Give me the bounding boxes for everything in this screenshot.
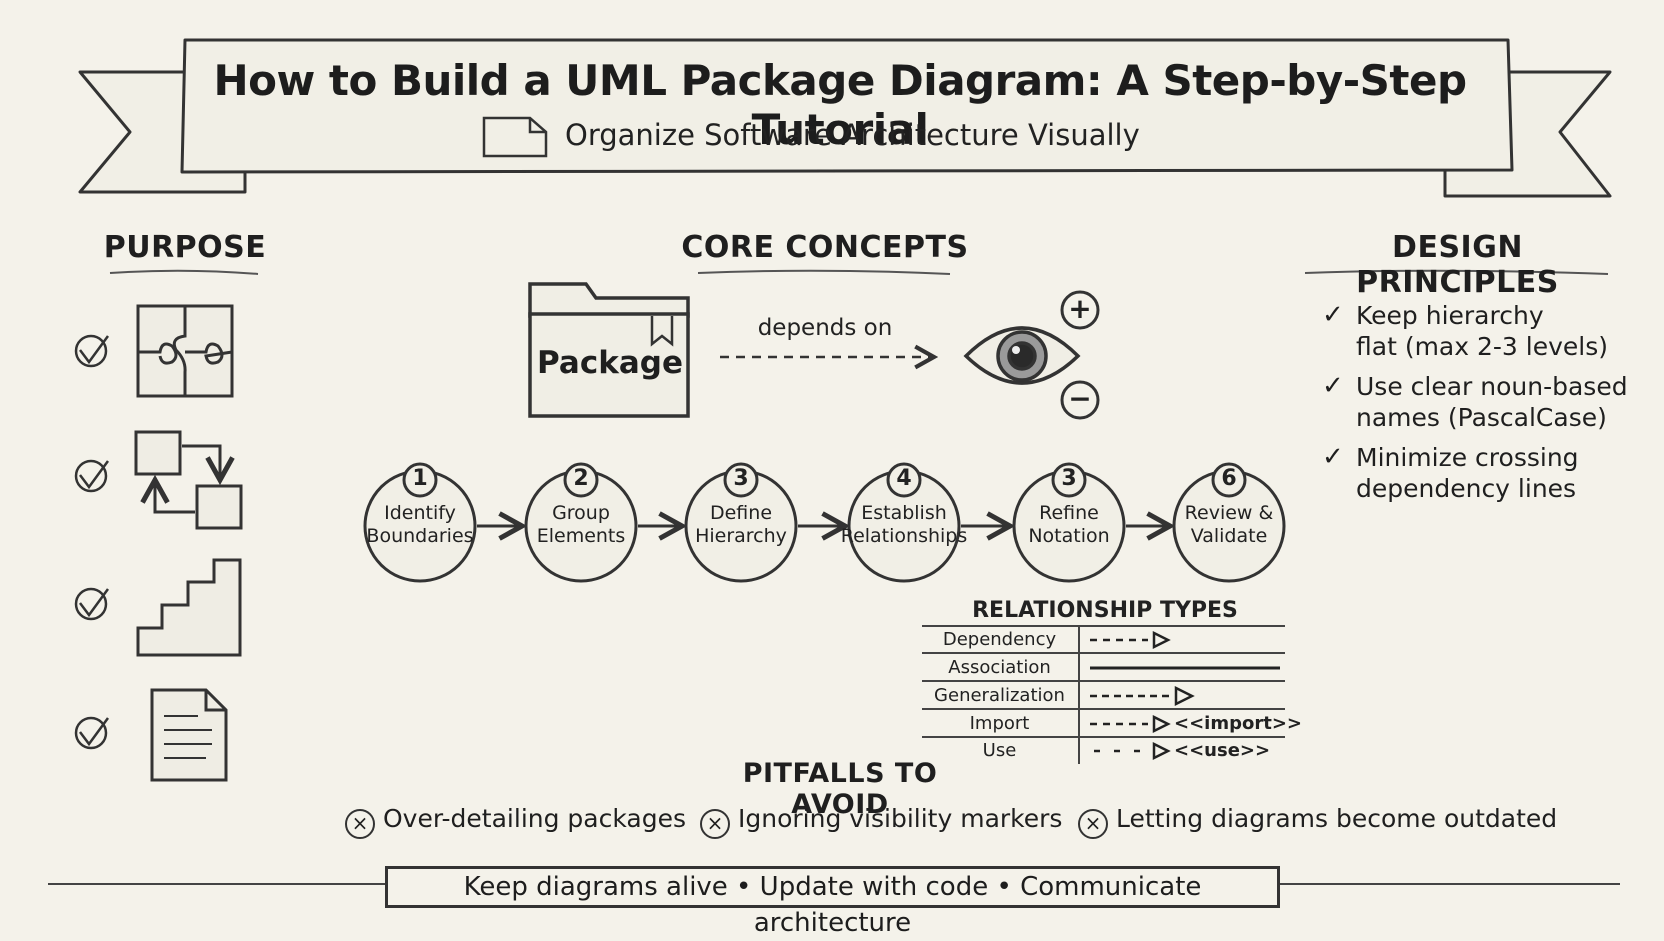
linked-boxes-icon [134,430,243,530]
page-title: How to Build a UML Package Diagram: A St… [213,56,1467,154]
eye-icon [963,326,1081,385]
step-number-badge-5 [1051,462,1087,498]
relationship-name-association: Association [948,657,1051,678]
pitfall-item-2: ×Ignoring visibility markers [700,804,1062,839]
relationship-types-title: RELATIONSHIP TYPES [972,598,1238,623]
title-banner [78,38,1612,198]
step-number-3: 3 [733,466,749,491]
purpose-check-icon-2 [74,459,110,493]
principle-item-2: Use clear noun-based names (PascalCase) [1356,372,1628,432]
core-underline [697,269,951,275]
step-number-5: 3 [1061,466,1077,491]
relationship-name-dependency: Dependency [942,629,1057,650]
step-number-badge-3 [723,462,759,498]
import-arrowhead [1152,714,1171,734]
x-circle-icon: × [1078,809,1108,839]
step-number-1: 1 [412,466,428,491]
principle-check-icon-2: ✓ [1322,371,1344,401]
purpose-underline [109,269,259,275]
minus-circle-icon [1060,380,1100,420]
purpose-check-icon-1 [74,334,110,368]
purpose-heading: PURPOSE [103,230,267,265]
package-label: Package [537,345,683,381]
step-circles [363,462,1286,583]
plus-circle-icon [1060,290,1100,330]
package-outline-icon [482,116,548,158]
page-subtitle: Organize Software Architecture Visually [565,118,1140,152]
principle-check-icon-3: ✓ [1322,442,1344,472]
banner-body [180,38,1514,174]
footer-banner: Keep diagrams alive • Update with code •… [385,866,1280,938]
step-label-6: Review &Validate [1184,502,1274,547]
step-number-badge-6 [1211,462,1247,498]
step-number-6: 6 [1221,466,1237,491]
generalization-arrowhead [1174,685,1195,707]
core-concepts-heading: CORE CONCEPTS [681,230,969,265]
x-circle-icon: × [700,809,730,839]
dependency-arrowhead [1152,630,1171,650]
relationship-table [922,625,1285,764]
step-number-4: 4 [896,466,912,491]
relationship-name-import: Import [969,713,1030,734]
pitfall-item-1: ×Over-detailing packages [345,804,686,839]
principle-item-1: Keep hierarchy flat (max 2-3 levels) [1356,301,1608,361]
step-number-badge-1 [402,462,438,498]
minus-symbol: − [1068,382,1092,415]
dependency-label: depends on [757,315,893,341]
step-number-badge-2 [563,462,599,498]
pitfall-item-3: ×Letting diagrams become outdated [1078,804,1557,839]
puzzle-icon [136,304,234,398]
stairs-icon [136,558,242,657]
use-arrowhead [1152,741,1171,761]
package-folder-icon [528,282,690,418]
purpose-check-icon-4 [74,716,110,750]
relationship-name-generalization: Generalization [934,685,1065,706]
principle-check-icon-1: ✓ [1322,300,1344,330]
design-principles-heading: DESIGN PRINCIPLES [1356,230,1559,300]
use-stereotype: <<use>> [1174,740,1271,761]
principles-underline [1304,269,1609,275]
import-stereotype: <<import>> [1174,713,1302,734]
plus-symbol: + [1068,292,1092,325]
step-number-badge-4 [886,462,922,498]
purpose-check-icon-3 [74,587,110,621]
step-number-2: 2 [573,466,589,491]
principle-item-3: Minimize crossing dependency lines [1356,443,1579,503]
document-icon [150,688,228,782]
x-circle-icon: × [345,809,375,839]
pitfalls-heading: PITFALLS TO AVOID [742,758,938,820]
relationship-name-use: Use [982,740,1017,761]
